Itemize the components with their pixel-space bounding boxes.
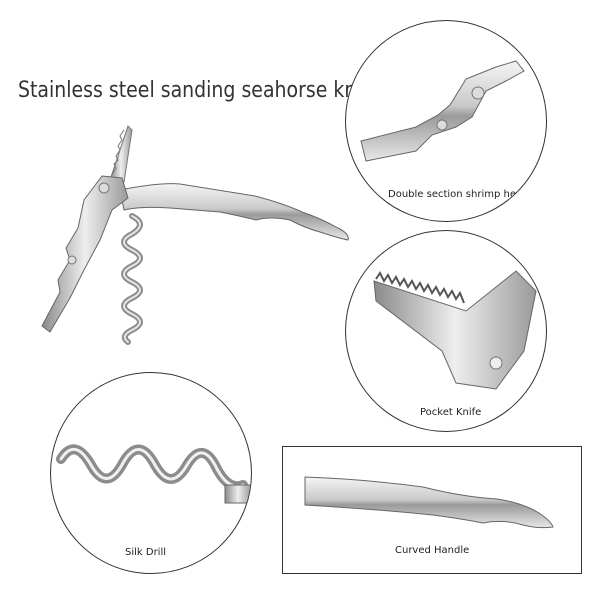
product-title: Stainless steel sanding seahorse knife: [18, 78, 380, 103]
pocket-knife-image: [373, 270, 537, 390]
detail-circle-pocket-knife: Pocket Knife: [345, 230, 547, 432]
silk-drill-image: [56, 444, 251, 504]
detail-circle-shrimp-head: Double section shrimp head: [345, 20, 547, 222]
corkscrew-main-image: [41, 125, 349, 345]
caption-shrimp-head: Double section shrimp head: [388, 189, 529, 200]
shrimp-head-image: [360, 60, 525, 162]
caption-silk-drill: Silk Drill: [125, 547, 167, 558]
caption-curved-handle: Curved Handle: [395, 545, 470, 556]
detail-circle-silk-drill: Silk Drill: [50, 372, 252, 574]
curved-handle-image: [304, 476, 554, 529]
lever-shape: [41, 175, 129, 333]
handle-shape: [119, 183, 349, 241]
detail-box-curved-handle: Curved Handle: [282, 446, 582, 574]
caption-pocket-knife: Pocket Knife: [420, 407, 482, 418]
